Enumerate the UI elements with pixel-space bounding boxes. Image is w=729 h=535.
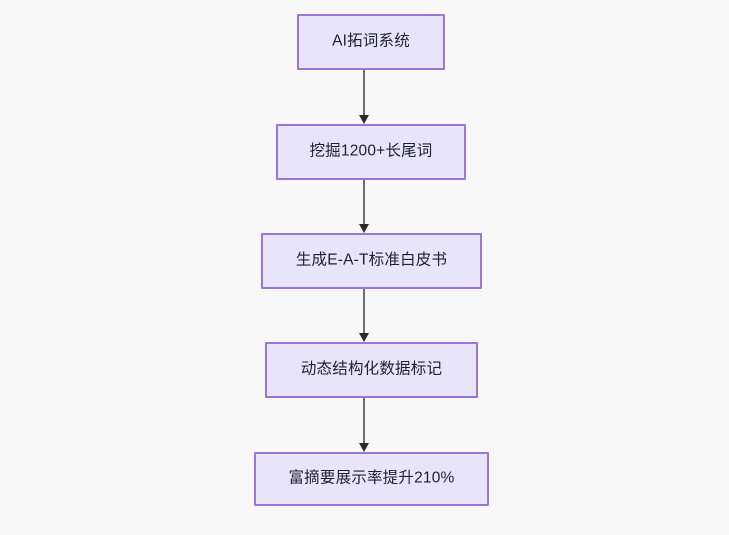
edge-line <box>363 70 365 116</box>
flowchart-node-rich-snippet-uplift[interactable]: 富摘要展示率提升210% <box>254 452 489 506</box>
arrowhead-icon <box>359 443 369 452</box>
node-label: 挖掘1200+长尾词 <box>309 142 433 160</box>
flowchart-node-mine-longtail-keywords[interactable]: 挖掘1200+长尾词 <box>276 124 466 180</box>
flowchart-node-generate-eat-whitepaper[interactable]: 生成E-A-T标准白皮书 <box>261 233 482 289</box>
edge-line <box>363 289 365 334</box>
node-label: 生成E-A-T标准白皮书 <box>295 251 448 269</box>
node-label: 富摘要展示率提升210% <box>288 469 455 487</box>
edge-ai-keyword-system-to-mine-longtail-keywords <box>357 70 371 124</box>
edge-dynamic-structured-data-to-rich-snippet-uplift <box>357 398 371 452</box>
node-label: AI拓词系统 <box>332 32 410 50</box>
edge-line <box>363 398 365 444</box>
flowchart-node-ai-keyword-system[interactable]: AI拓词系统 <box>297 14 445 70</box>
arrowhead-icon <box>359 333 369 342</box>
edge-mine-longtail-keywords-to-generate-eat-whitepaper <box>357 180 371 233</box>
edge-line <box>363 180 365 225</box>
edge-generate-eat-whitepaper-to-dynamic-structured-data <box>357 289 371 342</box>
arrowhead-icon <box>359 115 369 124</box>
arrowhead-icon <box>359 224 369 233</box>
node-label: 动态结构化数据标记 <box>300 360 443 378</box>
flowchart-node-dynamic-structured-data[interactable]: 动态结构化数据标记 <box>265 342 478 398</box>
